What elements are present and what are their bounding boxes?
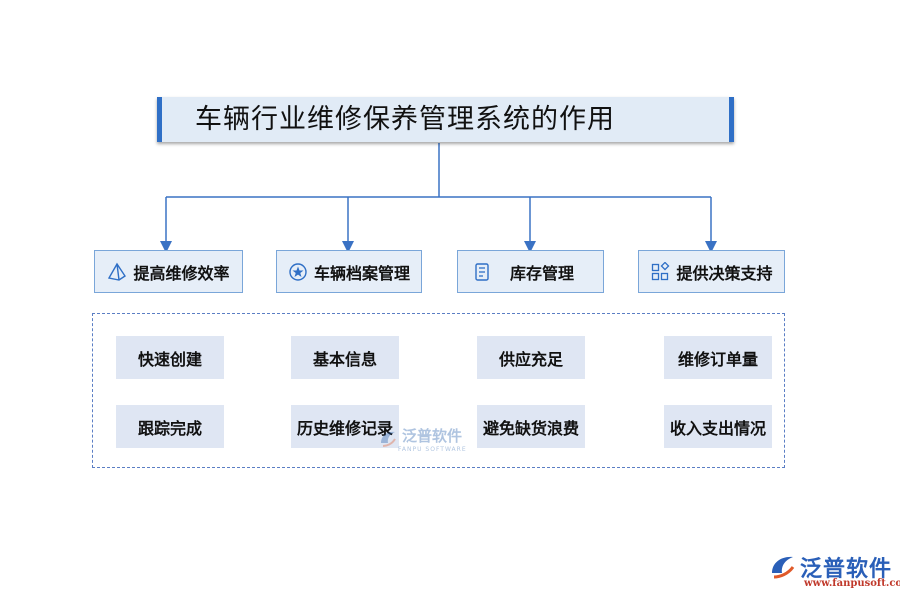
item-box: 供应充足 — [477, 336, 585, 379]
item-box: 快速创建 — [116, 336, 224, 379]
pyramid-icon — [108, 262, 127, 281]
category-box-efficiency: 提高维修效率 — [94, 250, 243, 293]
watermark-logo-icon — [381, 431, 396, 447]
category-box-inventory: 库存管理 — [457, 250, 604, 293]
category-label: 库存管理 — [510, 263, 575, 283]
title-box: 车辆行业维修保养管理系统的作用 — [157, 97, 734, 142]
item-box: 维修订单量 — [664, 336, 772, 379]
item-box: 历史维修记录 — [291, 405, 399, 448]
brand-logo-text: 泛普软件 — [800, 557, 893, 582]
brand-logo-icon — [772, 556, 795, 579]
item-box: 基本信息 — [291, 336, 399, 379]
category-label: 车辆档案管理 — [313, 263, 410, 283]
items-container — [92, 313, 785, 468]
brand-url: www.fanpusoft.com — [804, 578, 900, 589]
category-label: 提高维修效率 — [133, 263, 230, 283]
diagram-title: 车辆行业维修保养管理系统的作用 — [195, 104, 615, 135]
document-list-icon — [475, 262, 489, 281]
grid-shapes-icon — [652, 261, 670, 280]
star-badge-icon — [289, 262, 307, 281]
item-box: 跟踪完成 — [116, 405, 224, 448]
brand-logo: 泛普软件 — [768, 551, 892, 583]
watermark-text: 泛普软件 — [402, 427, 463, 445]
item-box: 避免缺货浪费 — [477, 405, 585, 448]
item-box: 收入支出情况 — [664, 405, 772, 448]
watermark-subtext: FANPU SOFTWARE — [398, 446, 467, 453]
category-box-vehicle-records: 车辆档案管理 — [276, 250, 422, 293]
watermark: 泛普软件 FANPU SOFTWARE — [378, 425, 467, 453]
category-label: 提供决策支持 — [676, 263, 773, 283]
category-box-decision-support: 提供决策支持 — [638, 250, 785, 293]
